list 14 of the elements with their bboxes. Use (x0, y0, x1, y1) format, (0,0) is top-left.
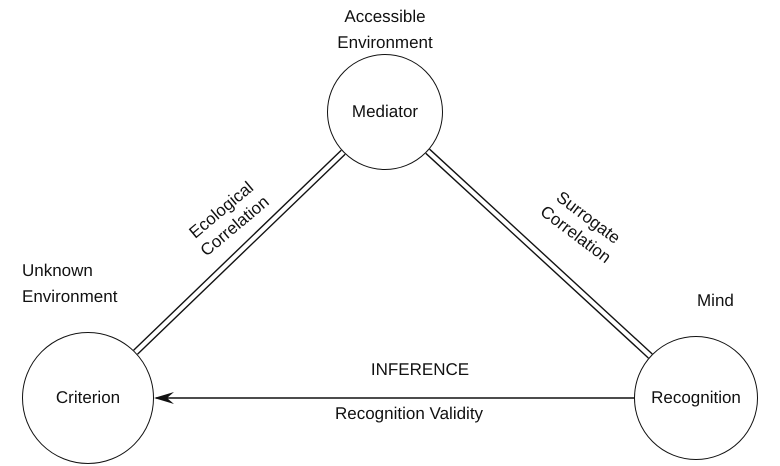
arrow (154, 392, 634, 404)
node-label: Recognition (651, 388, 741, 408)
edge-sublabel: Recognition Validity (335, 404, 484, 424)
node-label: Mediator (352, 102, 418, 122)
node-caption: Unknown Environment (22, 260, 118, 308)
circle-node (22, 332, 154, 464)
node-caption: Accessible Environment (336, 6, 434, 54)
double-line (425, 148, 653, 359)
node-label: Criterion (56, 388, 120, 408)
node-caption: Mind (697, 290, 735, 312)
double-line (133, 150, 346, 355)
circle-node (634, 336, 758, 460)
edge-label: INFERENCE (370, 359, 470, 381)
circle-node (327, 54, 443, 170)
